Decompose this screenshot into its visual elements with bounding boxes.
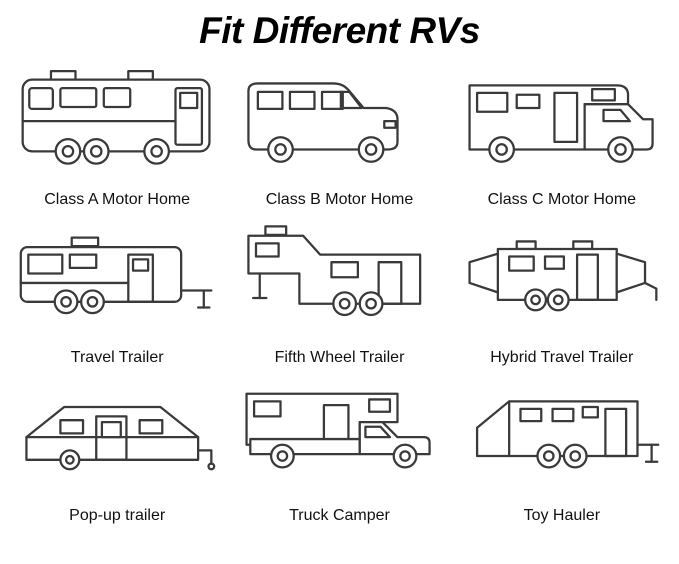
rv-label-pop-up: Pop-up trailer bbox=[69, 506, 166, 524]
rv-label-class-c: Class C Motor Home bbox=[487, 190, 637, 208]
rv-card-fifth-wheel: Fifth Wheel Trailer bbox=[230, 213, 448, 367]
fifth-wheel-trailer-icon bbox=[247, 225, 422, 316]
rv-card-toy-hauler: Toy Hauler bbox=[453, 371, 671, 525]
rv-card-class-a: Class A Motor Home bbox=[8, 55, 226, 209]
rv-label-toy-hauler: Toy Hauler bbox=[523, 506, 601, 524]
rv-label-truck-camper: Truck Camper bbox=[289, 506, 390, 524]
toy-hauler-icon bbox=[475, 400, 660, 469]
rv-card-truck-camper: Truck Camper bbox=[230, 371, 448, 525]
rv-label-fifth-wheel: Fifth Wheel Trailer bbox=[274, 348, 405, 366]
hybrid-travel-trailer-icon bbox=[468, 240, 658, 312]
rv-card-class-c: Class C Motor Home bbox=[453, 55, 671, 209]
rv-card-pop-up: Pop-up trailer bbox=[8, 371, 226, 525]
rv-label-class-b: Class B Motor Home bbox=[265, 190, 414, 208]
rv-label-hybrid-trailer: Hybrid Travel Trailer bbox=[490, 348, 634, 366]
class-a-motor-home-icon bbox=[21, 69, 211, 165]
travel-trailer-icon bbox=[19, 236, 213, 315]
class-b-motor-home-icon bbox=[247, 82, 400, 163]
truck-camper-icon bbox=[245, 392, 432, 469]
pop-up-trailer-icon bbox=[25, 405, 216, 471]
rv-card-class-b: Class B Motor Home bbox=[230, 55, 448, 209]
rv-label-travel-trailer: Travel Trailer bbox=[70, 348, 164, 366]
rv-grid: Class A Motor Home Class B Motor Home bbox=[0, 53, 679, 525]
rv-card-travel-trailer: Travel Trailer bbox=[8, 213, 226, 367]
rv-label-class-a: Class A Motor Home bbox=[44, 190, 191, 208]
rv-card-hybrid-trailer: Hybrid Travel Trailer bbox=[453, 213, 671, 367]
class-c-motor-home-icon bbox=[468, 84, 654, 163]
page-title: Fit Different RVs bbox=[199, 10, 480, 51]
